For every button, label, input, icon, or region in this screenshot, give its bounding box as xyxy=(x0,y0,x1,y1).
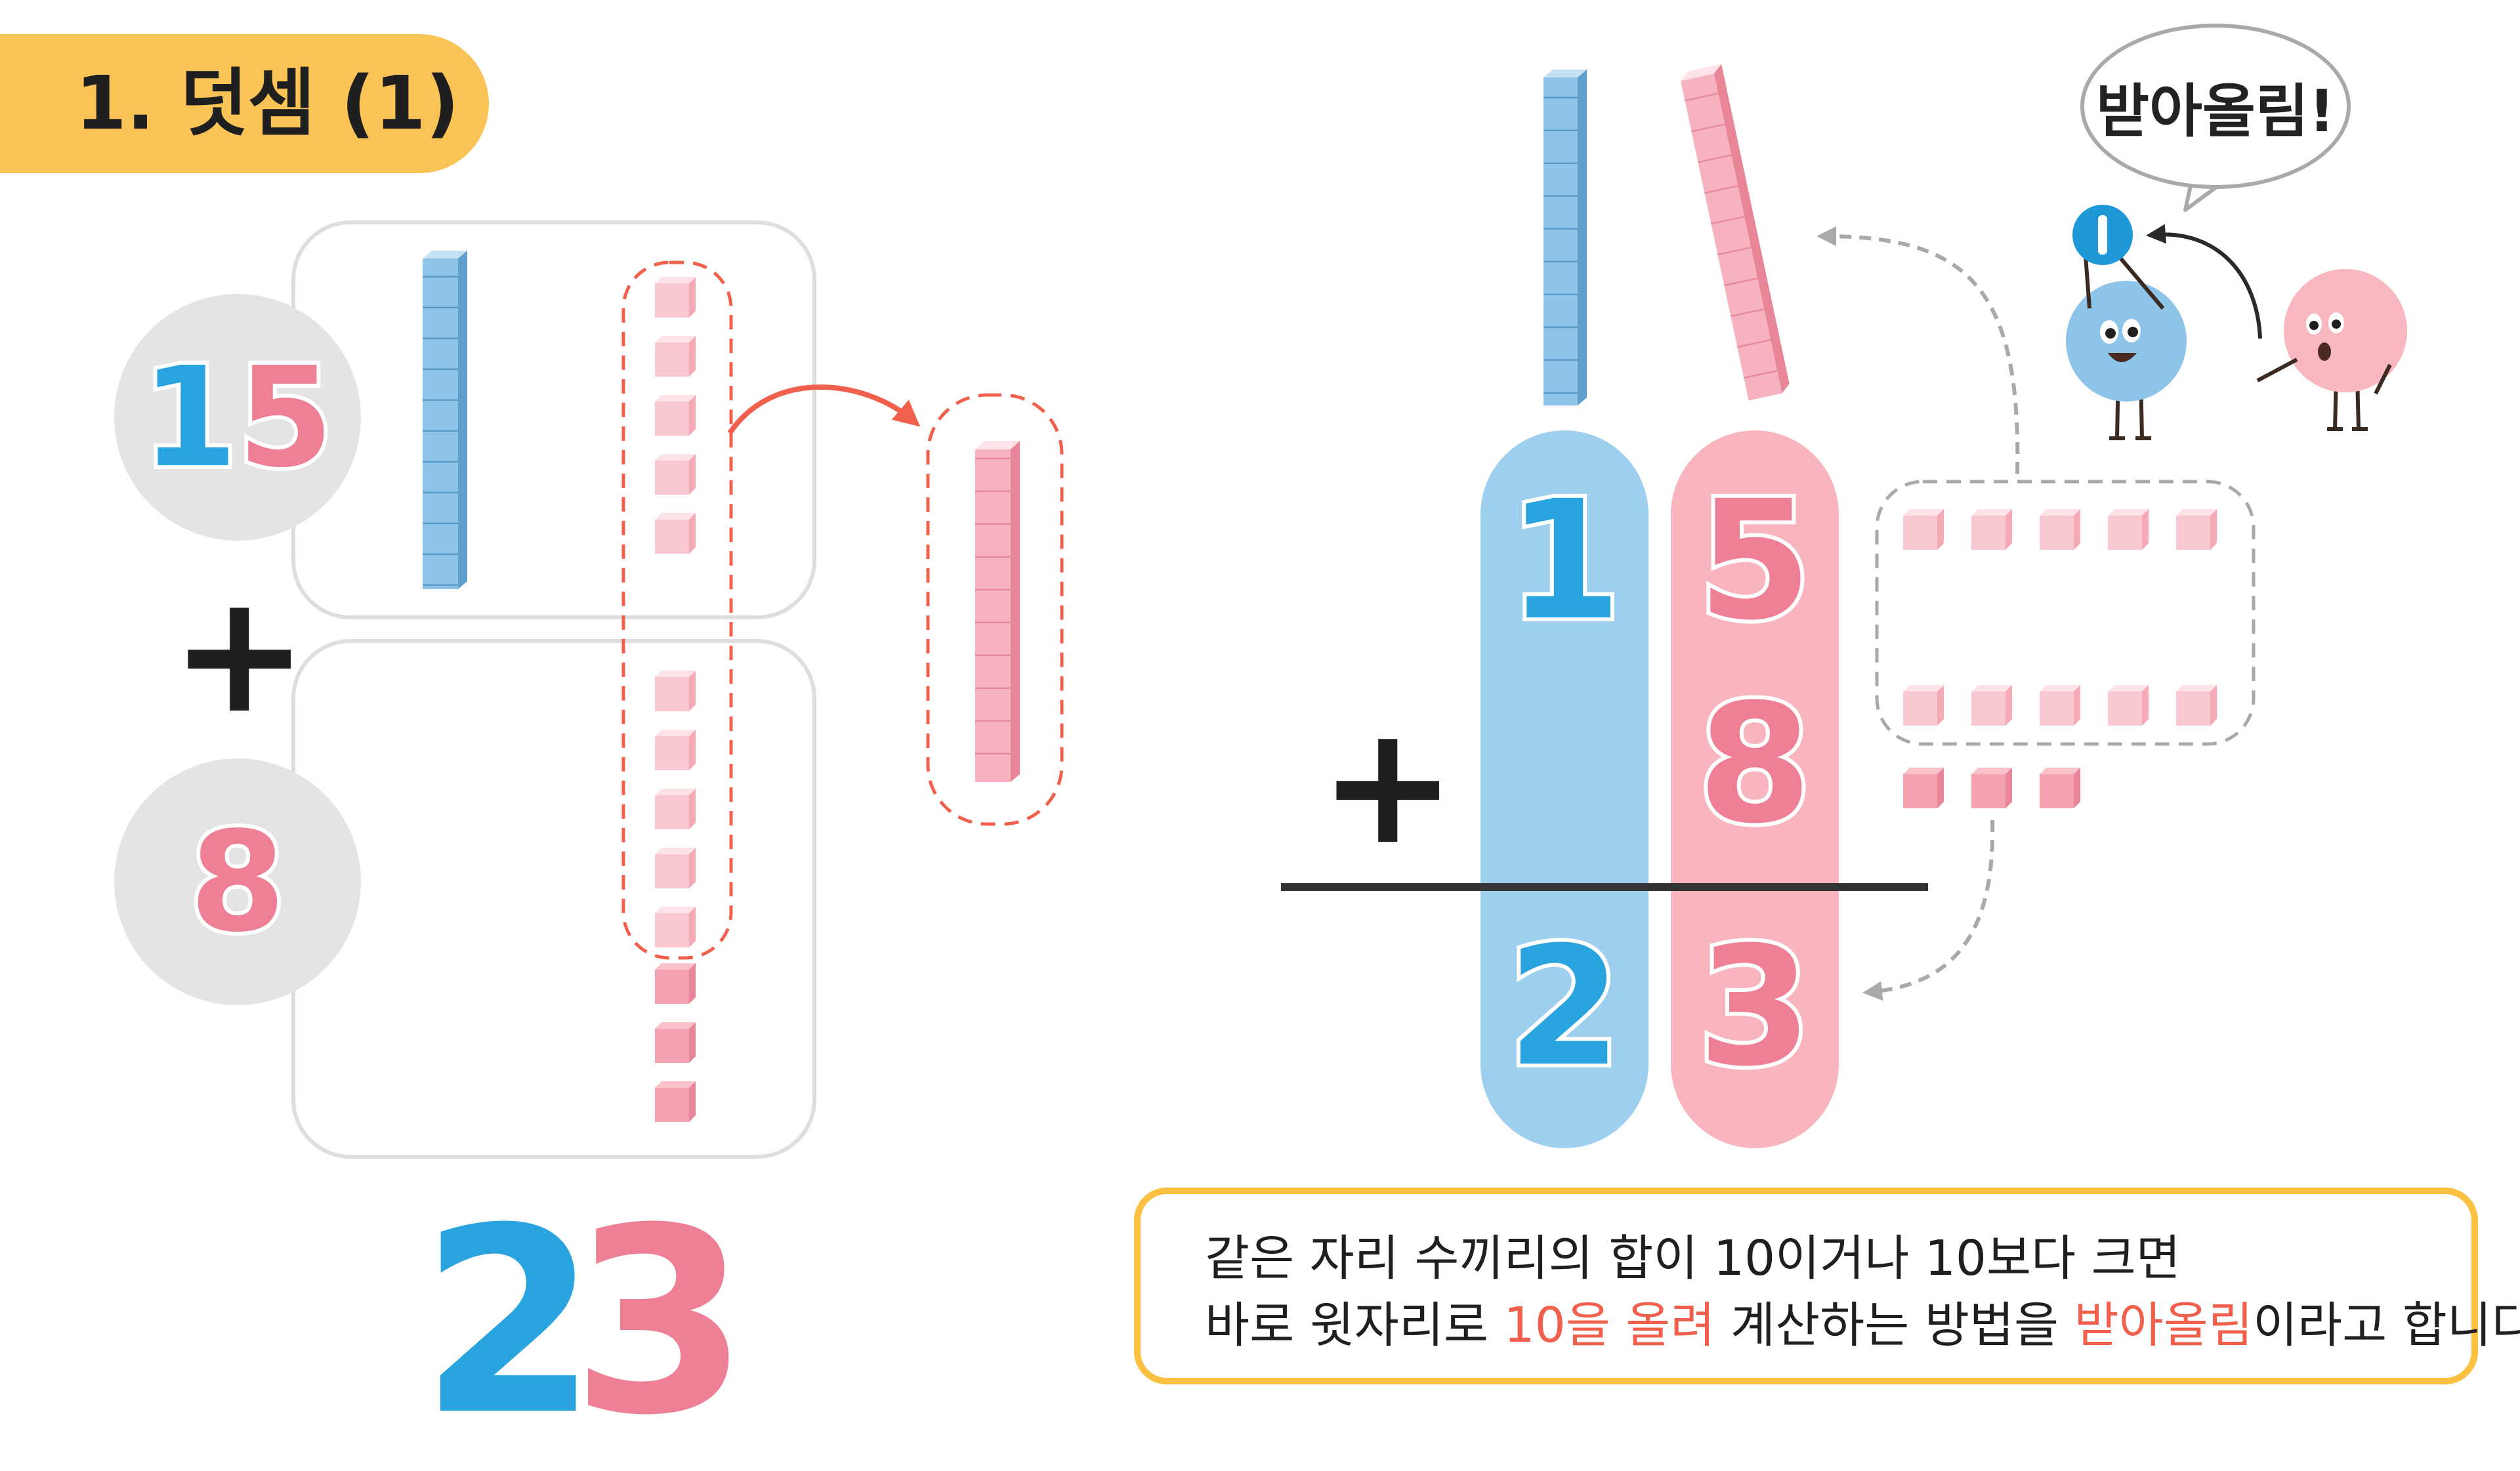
left-result-tens: 2 xyxy=(416,1173,602,1471)
blue-character-icon xyxy=(2066,255,2187,440)
top-tens-digit: 1 xyxy=(1503,465,1626,656)
note-highlight-carry-ten: 10을 올려 xyxy=(1503,1297,1715,1354)
left-result-ones: 3 xyxy=(567,1173,753,1471)
right-plus-operator: + xyxy=(1319,690,1457,881)
page-title: 1. 덧셈 (1) xyxy=(75,61,459,146)
bottom-ones-digit: 8 xyxy=(1694,669,1816,860)
note-text-3: 이라고 합니다. xyxy=(2252,1297,2520,1354)
note-text-1: 바로 윗자리로 xyxy=(1205,1297,1504,1354)
pink-character-icon xyxy=(2256,269,2407,431)
addend-1-ones: 5 xyxy=(234,333,337,502)
title-tab xyxy=(0,34,489,173)
note-text-2: 계산하는 방법을 xyxy=(1715,1297,2074,1354)
top-ones-digit: 5 xyxy=(1694,465,1816,656)
result-tens-digit: 2 xyxy=(1503,911,1626,1102)
ten-rod-pink-tilted-icon xyxy=(1681,64,1790,401)
addend-1-tens: 1 xyxy=(138,333,242,502)
note-box: 같은 자리 수끼리의 합이 10이거나 10보다 크면 바로 윗자리로 10을 … xyxy=(1134,1188,2520,1384)
note-line-1: 같은 자리 수끼리의 합이 10이거나 10보다 크면 xyxy=(1205,1230,2181,1287)
ten-rod-blue-icon xyxy=(423,251,467,589)
tens-column xyxy=(1480,430,1648,1148)
result-ones-digit: 3 xyxy=(1694,911,1816,1102)
left-plus-operator: + xyxy=(171,558,308,749)
speech-bubble: 받아올림! xyxy=(2080,24,2351,189)
ones-column xyxy=(1671,430,1839,1148)
note-line-2: 바로 윗자리로 10을 올려 계산하는 방법을 받아올림이라고 합니다. xyxy=(1205,1286,2520,1356)
left-blocks-illustration xyxy=(423,251,1064,1122)
addend-2-circle: 8 xyxy=(114,758,361,1005)
carry-token-value: 1 xyxy=(2093,214,2094,215)
ten-rod-blue-top-icon xyxy=(1544,70,1587,405)
addend-2-value: 8 xyxy=(186,798,289,966)
right-illustration xyxy=(1281,64,2407,1001)
ten-rod-pink-icon xyxy=(975,441,1020,782)
note-highlight-term: 받아올림 xyxy=(2074,1297,2253,1354)
